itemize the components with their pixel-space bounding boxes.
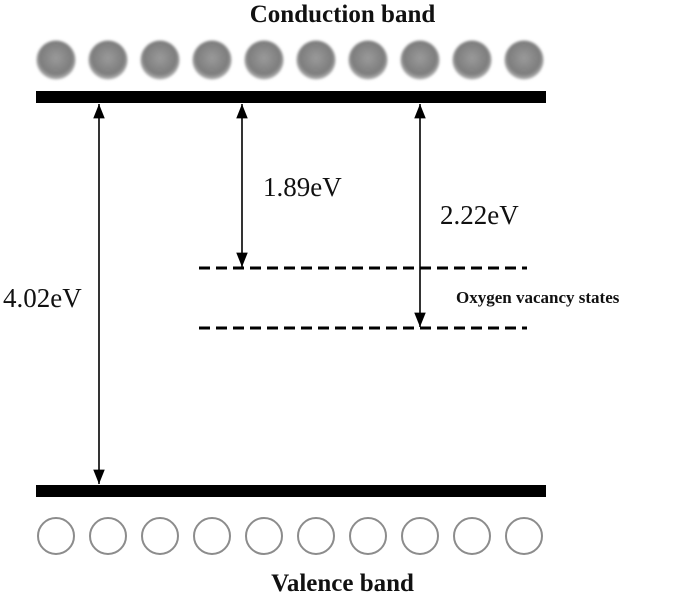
oxygen-vacancy-states-label: Oxygen vacancy states — [456, 288, 620, 307]
electrons-row — [36, 40, 544, 80]
electron-icon — [244, 40, 284, 80]
conduction-band-edge — [36, 91, 546, 103]
transition-label-1-89ev: 1.89eV — [263, 172, 342, 202]
electron-icon — [400, 40, 440, 80]
hole-icon — [141, 517, 179, 555]
electron-icon — [36, 40, 76, 80]
electron-icon — [452, 40, 492, 80]
hole-icon — [453, 517, 491, 555]
hole-icon — [505, 517, 543, 555]
hole-icon — [349, 517, 387, 555]
transition-label-2-22ev: 2.22eV — [440, 200, 519, 230]
hole-icon — [193, 517, 231, 555]
electron-icon — [504, 40, 544, 80]
electron-icon — [88, 40, 128, 80]
electron-icon — [140, 40, 180, 80]
holes-row — [37, 517, 543, 555]
hole-icon — [89, 517, 127, 555]
electron-icon — [296, 40, 336, 80]
conduction-band-label: Conduction band — [249, 1, 436, 28]
electron-icon — [348, 40, 388, 80]
hole-icon — [297, 517, 335, 555]
transition-label-4-02ev: 4.02eV — [3, 283, 82, 313]
hole-icon — [401, 517, 439, 555]
valence-band-edge — [36, 485, 546, 497]
hole-icon — [37, 517, 75, 555]
hole-icon — [245, 517, 283, 555]
valence-band-label: Valence band — [271, 570, 414, 597]
electron-icon — [192, 40, 232, 80]
